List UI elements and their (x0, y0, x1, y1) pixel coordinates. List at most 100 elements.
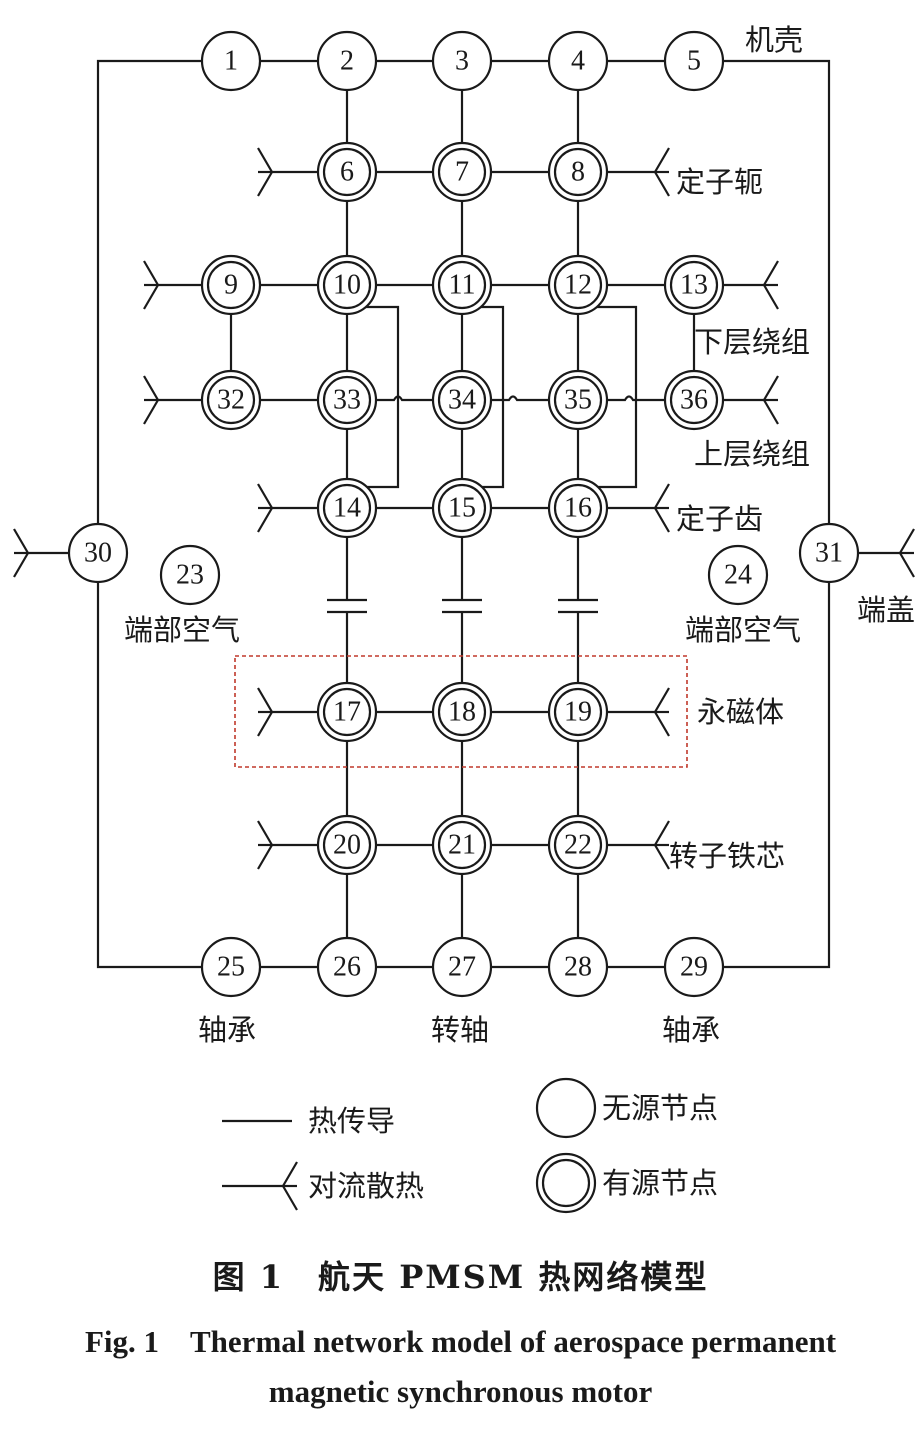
label-bearing-right: 轴承 (662, 1014, 720, 1047)
node-label-25: 25 (217, 952, 245, 983)
active-node-19 (547, 681, 609, 743)
winding-loop-right (578, 305, 638, 489)
node-label-26: 26 (333, 952, 361, 983)
label-bearing-left: 轴承 (198, 1014, 256, 1047)
node-label-17: 17 (333, 697, 361, 728)
node-label-15: 15 (448, 493, 476, 524)
passive-node-31 (798, 522, 860, 584)
active-node-34 (431, 369, 493, 431)
active-node-17 (316, 681, 378, 743)
label-rotor-core: 转子铁芯 (669, 840, 785, 873)
active-node-10 (316, 254, 378, 316)
active-node-16 (547, 477, 609, 539)
passive-node-28 (547, 936, 609, 998)
active-node-9 (200, 254, 262, 316)
node-label-21: 21 (448, 830, 476, 861)
label-shaft: 转轴 (431, 1014, 489, 1047)
label-stator-yoke: 定子轭 (676, 166, 763, 199)
passive-node-26 (316, 936, 378, 998)
node-label-4: 4 (571, 46, 585, 77)
node-label-24: 24 (724, 560, 752, 591)
node-label-16: 16 (564, 493, 592, 524)
node-label-12: 12 (564, 270, 592, 301)
node-label-11: 11 (449, 270, 476, 301)
node-label-27: 27 (448, 952, 476, 983)
active-node-35 (547, 369, 609, 431)
node-label-20: 20 (333, 830, 361, 861)
active-node-7 (431, 141, 493, 203)
active-node-22 (547, 814, 609, 876)
outer-frame-right-conductor (694, 59, 831, 969)
passive-node-29 (663, 936, 725, 998)
node-label-14: 14 (333, 493, 361, 524)
legend-convection-label: 对流散热 (308, 1170, 424, 1203)
passive-node-3 (431, 30, 493, 92)
figure-caption-en-line1: Fig. 1 Thermal network model of aerospac… (84, 1324, 837, 1359)
passive-node-5 (663, 30, 725, 92)
node-label-6: 6 (340, 157, 354, 188)
label-end-cap: 端盖 (857, 594, 915, 627)
node-label-5: 5 (687, 46, 701, 77)
active-node-14 (316, 477, 378, 539)
passive-node-4 (547, 30, 609, 92)
label-end-air-left: 端部空气 (124, 614, 240, 647)
node-label-36: 36 (680, 385, 708, 416)
node-label-1: 1 (224, 46, 238, 77)
active-node-36 (663, 369, 725, 431)
node-label-18: 18 (448, 697, 476, 728)
label-end-air-right: 端部空气 (685, 614, 801, 647)
legend-convection-symbol (222, 1161, 298, 1211)
node-label-7: 7 (455, 157, 469, 188)
active-node-11 (431, 254, 493, 316)
passive-node-1 (200, 30, 262, 92)
legend-passive-node (535, 1077, 597, 1139)
label-upper-winding: 上层绕组 (694, 438, 810, 471)
node-label-32: 32 (217, 385, 245, 416)
legend: 热传导 对流散热 无源节点 有源节点 (222, 1077, 718, 1214)
thermal-network-diagram: 1 2 3 4 5 6 7 8 9 10 11 12 13 32 33 34 3… (13, 24, 915, 1214)
winding-loop-left (347, 305, 400, 489)
magnet-region-box (234, 655, 688, 768)
node-label-28: 28 (564, 952, 592, 983)
active-node-20 (316, 814, 378, 876)
node-label-8: 8 (571, 157, 585, 188)
figure-caption-cn: 图 1 航天 PMSM 热网络模型 (212, 1258, 709, 1296)
active-node-21 (431, 814, 493, 876)
node-label-13: 13 (680, 270, 708, 301)
passive-node-24 (707, 544, 769, 606)
label-housing: 机壳 (745, 24, 803, 57)
node-label-34: 34 (448, 385, 476, 416)
passive-node-2 (316, 30, 378, 92)
label-stator-tooth: 定子齿 (676, 503, 763, 536)
active-node-32 (200, 369, 262, 431)
legend-active-node (535, 1152, 597, 1214)
legend-conduction-label: 热传导 (308, 1105, 395, 1138)
node-label-3: 3 (455, 46, 469, 77)
node-label-10: 10 (333, 270, 361, 301)
passive-node-23 (159, 544, 221, 606)
passive-node-25 (200, 936, 262, 998)
node-label-33: 33 (333, 385, 361, 416)
active-node-33 (316, 369, 378, 431)
active-node-12 (547, 254, 609, 316)
active-node-6 (316, 141, 378, 203)
node-label-35: 35 (564, 385, 592, 416)
node-label-30: 30 (84, 538, 112, 569)
legend-passive-label: 无源节点 (602, 1092, 718, 1125)
node-label-22: 22 (564, 830, 592, 861)
active-node-13 (663, 254, 725, 316)
passive-node-27 (431, 936, 493, 998)
active-node-18 (431, 681, 493, 743)
node-label-31: 31 (815, 538, 843, 569)
passive-node-30 (67, 522, 129, 584)
node-label-2: 2 (340, 46, 354, 77)
outer-frame-conductor (96, 59, 231, 969)
figure-caption-en-line2: magnetic synchronous motor (268, 1374, 653, 1409)
label-magnet: 永磁体 (697, 696, 784, 729)
node-label-19: 19 (564, 697, 592, 728)
node-label-23: 23 (176, 560, 204, 591)
legend-active-label: 有源节点 (602, 1167, 718, 1200)
label-lower-winding: 下层绕组 (694, 326, 810, 359)
node-label-9: 9 (224, 270, 238, 301)
convection-symbol-36 (694, 375, 779, 425)
